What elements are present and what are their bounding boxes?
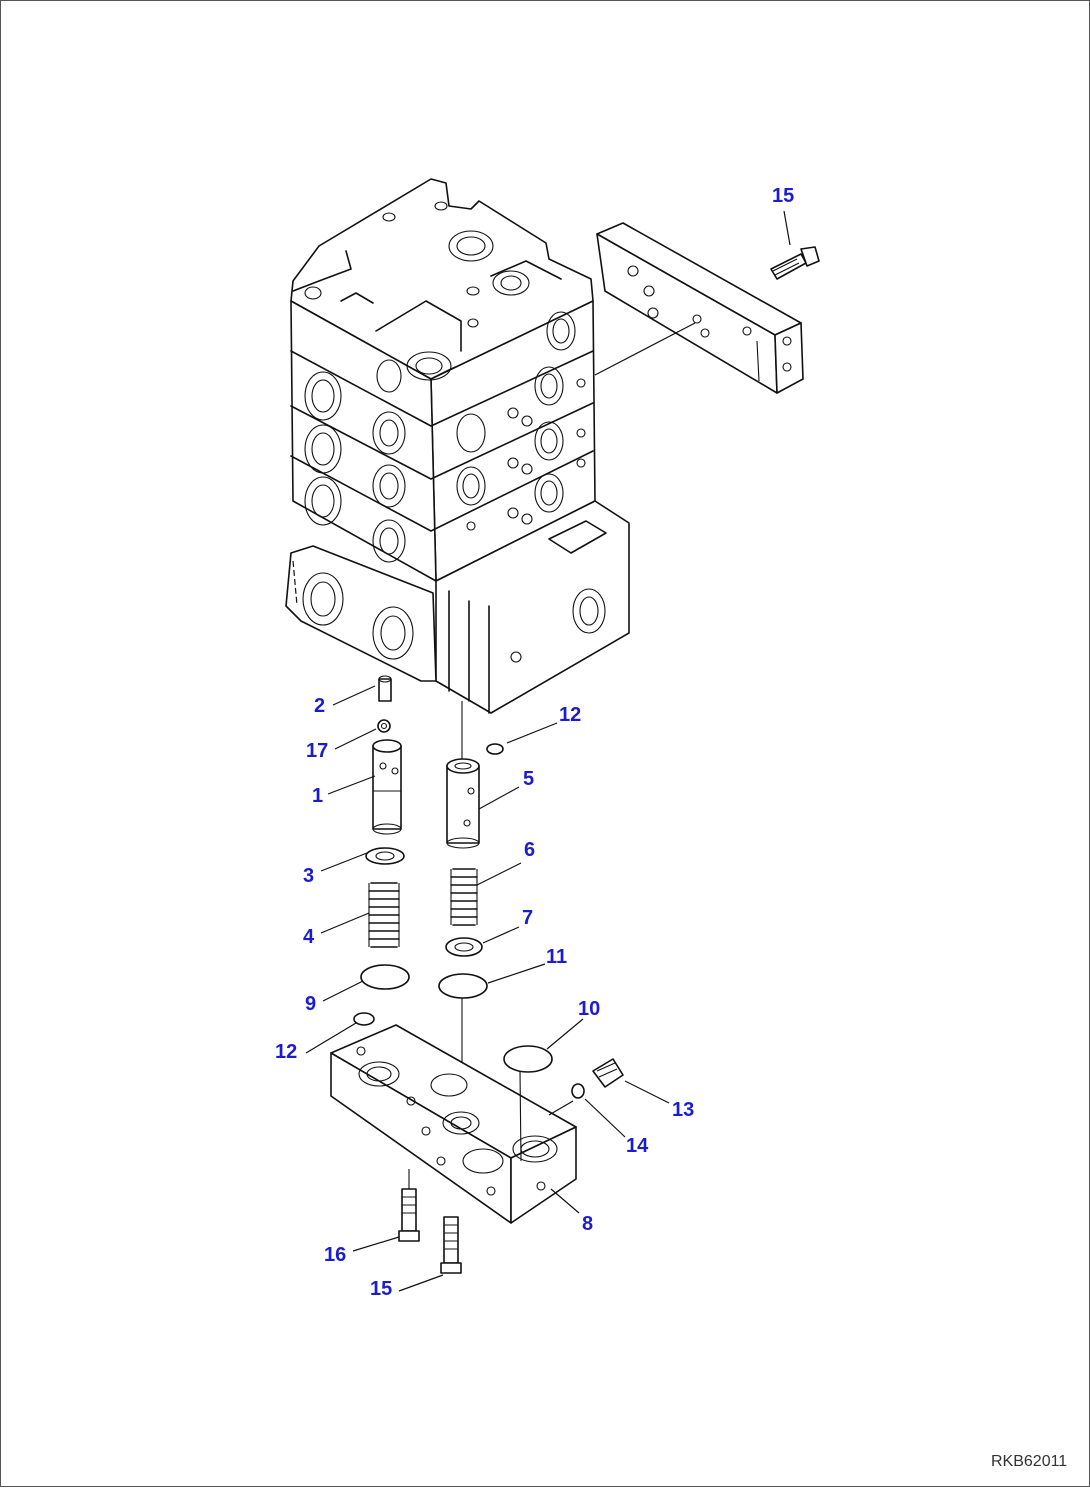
- bolt-16: [352, 1169, 420, 1252]
- fitting-13: [592, 1058, 670, 1104]
- plug-10: [503, 1018, 584, 1162]
- callout-13: 13: [672, 1099, 694, 1121]
- callout-7: 7: [522, 907, 533, 929]
- callout-12-upper: 12: [559, 704, 581, 726]
- callout-11: 11: [546, 946, 567, 968]
- callout-15-upper: 15: [772, 185, 794, 207]
- bolt-15-upper: [770, 210, 820, 280]
- spring-4: [368, 882, 400, 948]
- callout-9: 9: [305, 993, 316, 1015]
- callout-12-lower: 12: [275, 1041, 297, 1063]
- bottom-cover-8: [330, 1024, 580, 1224]
- callout-14: 14: [626, 1135, 649, 1157]
- plug-12-lower: [305, 1012, 375, 1054]
- callout-10: 10: [578, 998, 600, 1020]
- callout-8: 8: [582, 1213, 593, 1235]
- callout-labels: 15 2 17 1 3 4 9 12 12 5 6 7 11 10 13 14 …: [275, 185, 794, 1300]
- callout-17: 17: [306, 740, 328, 762]
- callout-6: 6: [524, 839, 535, 861]
- callout-4: 4: [303, 926, 315, 948]
- bolt-15-lower: [398, 1216, 462, 1292]
- end-cover-plate: [594, 222, 804, 394]
- right-spool-stack: [438, 701, 558, 1133]
- left-spool-stack: [320, 675, 410, 1002]
- oring-14: [571, 1083, 626, 1138]
- callout-16: 16: [324, 1244, 346, 1266]
- callout-2: 2: [314, 695, 325, 717]
- spring-6: [450, 862, 522, 926]
- callout-5: 5: [523, 768, 534, 790]
- callout-1: 1: [312, 785, 323, 807]
- drawing-code: RKB62011: [991, 1453, 1067, 1470]
- valve-body-assembly: [285, 178, 630, 714]
- callout-15-lower: 15: [370, 1278, 392, 1300]
- callout-3: 3: [303, 865, 314, 887]
